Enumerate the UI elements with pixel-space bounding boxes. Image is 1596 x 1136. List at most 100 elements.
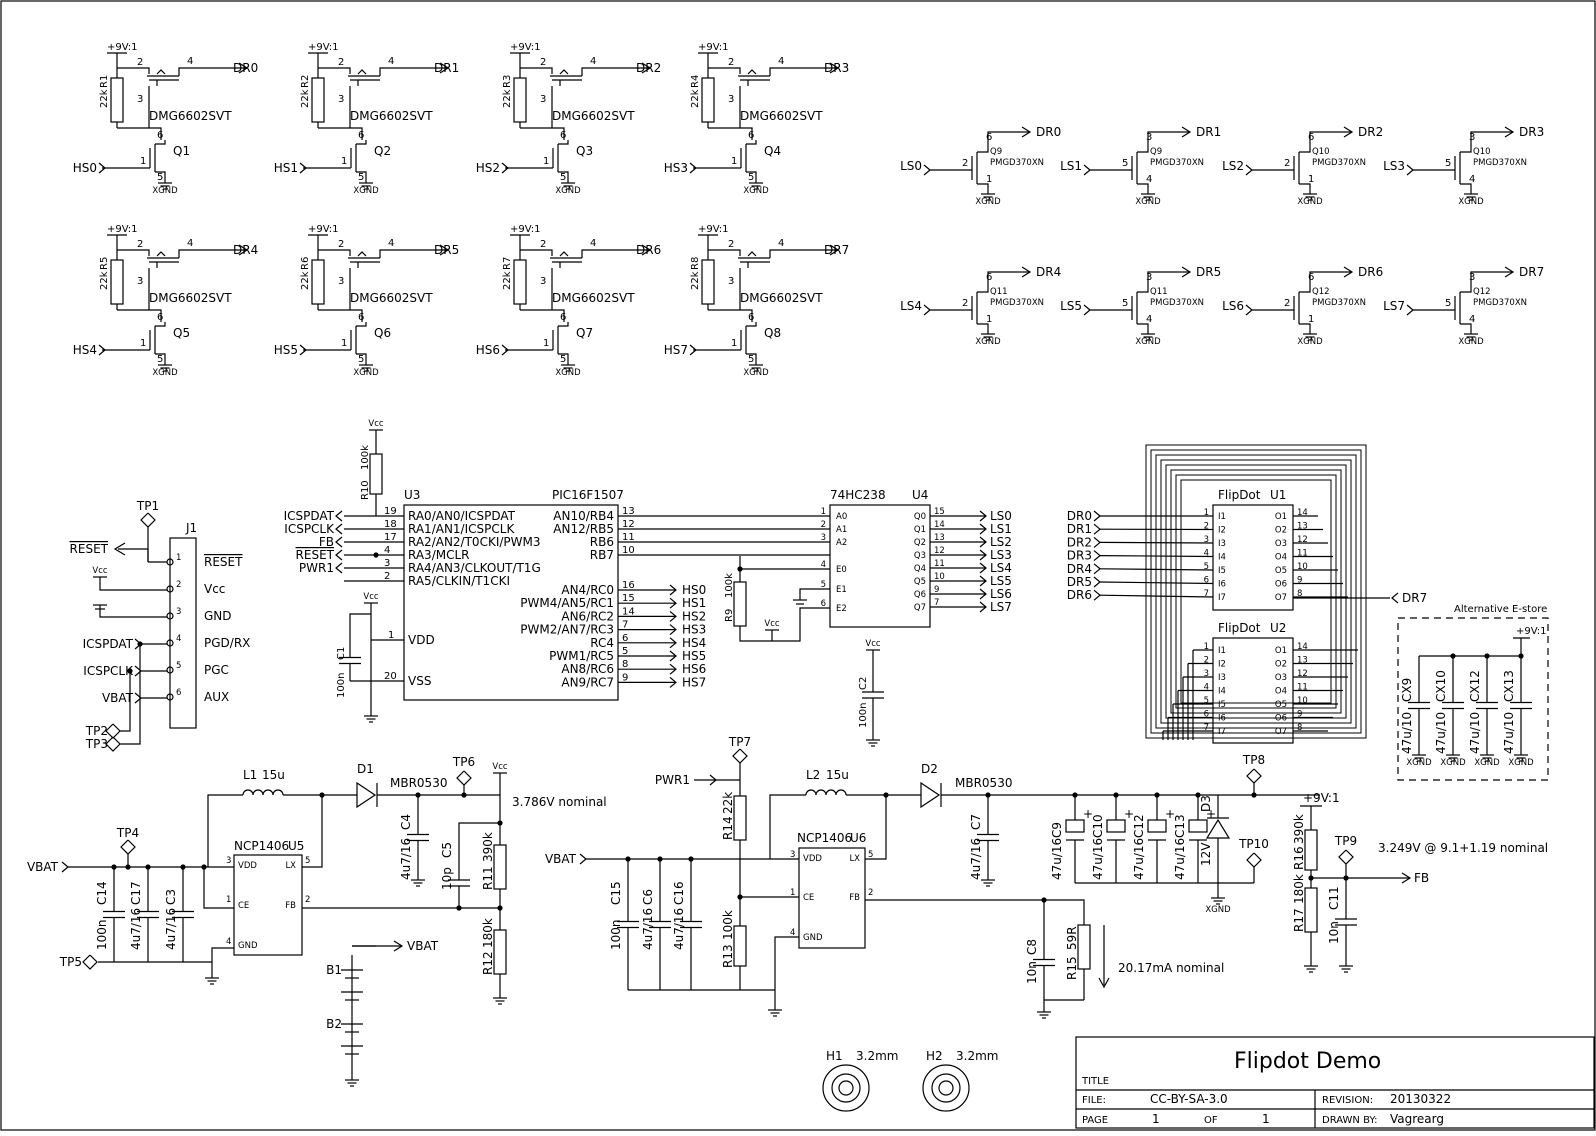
capacitor-value: 47u/10: [1502, 712, 1516, 754]
resistor-value: 22k: [502, 271, 513, 290]
mcu-pin-label: RB6: [590, 535, 614, 549]
junction-dot: [1252, 793, 1256, 797]
pin-number: 2: [728, 239, 734, 250]
ground-label: XGND: [1135, 337, 1161, 347]
net-label: FB: [319, 535, 334, 549]
mcu-pin-label: RC4: [590, 636, 614, 650]
resistor-value: 22k: [690, 271, 701, 290]
resistor-value: 22k: [99, 271, 110, 290]
supply-label: +9V:1: [107, 224, 138, 235]
test-point-tp8: [1247, 769, 1261, 783]
diode-ref: D2: [921, 762, 938, 776]
net-label-vbat: VBAT: [545, 852, 577, 866]
connector-pin-label: GND: [204, 609, 232, 623]
supply-label: +9V:1: [308, 42, 339, 53]
resistor-ref: R7: [502, 257, 513, 270]
net-arrow: [1094, 577, 1100, 587]
regulator-pin-label: VDD: [803, 854, 822, 864]
ground-label: XGND: [152, 368, 178, 378]
pin-number: 4: [1146, 174, 1152, 185]
net-label-dr2: DR2: [1358, 125, 1383, 139]
pin-number: 6: [560, 130, 566, 141]
wire: [520, 128, 564, 140]
pin-number: 2: [137, 57, 143, 68]
junction-dot: [1309, 876, 1313, 880]
wire: [1460, 324, 1471, 334]
inductor-l1: [273, 790, 283, 795]
pin-number: 11: [934, 559, 945, 569]
ground-label: XGND: [1135, 197, 1161, 207]
pin-number: 14: [622, 606, 635, 617]
transistor-part: PMGD370XN: [1473, 158, 1527, 168]
pin-number: 6: [157, 130, 163, 141]
of-label: OF: [1204, 1115, 1218, 1126]
pin-number: 6: [560, 312, 566, 323]
mcu-pin-label: RA0/AN0/ICSPDAT: [408, 509, 516, 523]
junction-dot: [1451, 654, 1455, 658]
net-label-dr3: DR3: [1519, 125, 1544, 139]
net-label: HS0: [682, 583, 706, 597]
pin-number: 1: [543, 156, 549, 167]
pin-number: 5: [560, 172, 566, 183]
net-label: LS5: [990, 574, 1012, 588]
resistor-ref: R3: [502, 75, 513, 88]
capacitor-value: 4u7/16: [129, 908, 143, 950]
capacitor-ref: C2: [858, 677, 869, 690]
net-label: HS6: [682, 662, 706, 676]
junction-dot: [416, 793, 420, 797]
capacitor-ref: C5: [440, 842, 454, 858]
transistor-ref-q1: Q1: [173, 144, 190, 158]
net-label: DR0: [1067, 509, 1092, 523]
capacitor-ref: C14: [95, 881, 109, 905]
junction-dot: [1155, 793, 1159, 797]
flipdot-ref: U2: [1270, 621, 1286, 635]
pin-number: 2: [338, 239, 344, 250]
electrolytic-capacitor: [1066, 820, 1084, 832]
wire: [740, 608, 830, 641]
transistor-ref: Q10: [1473, 147, 1491, 157]
flipdot-pin-label: I5: [1218, 566, 1226, 576]
pin-number: 4: [384, 545, 390, 556]
regulator-pin-label: FB: [285, 901, 296, 911]
net-arrow: [336, 563, 342, 573]
electrolytic-capacitor: [1148, 820, 1166, 832]
net-label: DR7: [1402, 591, 1427, 605]
mcu-pin-label: RA1/AN1/ICSPCLK: [408, 522, 515, 536]
capacitor-value: 4u7/16: [969, 838, 983, 880]
junction-dot: [457, 906, 461, 910]
ground-label: XGND: [743, 186, 769, 196]
pin-number: 5: [560, 354, 566, 365]
pin-number: 5: [358, 172, 364, 183]
ground-label: XGND: [152, 186, 178, 196]
net-label-hs6: HS6: [476, 343, 500, 357]
net-label: DR4: [1067, 562, 1092, 576]
junction-dot: [1073, 793, 1077, 797]
transistor-ref: Q12: [1312, 287, 1330, 297]
net-label-ls0: LS0: [900, 159, 922, 173]
diode-d2: [921, 783, 939, 807]
test-point-label: TP8: [1242, 753, 1265, 767]
wire: [1299, 184, 1310, 194]
input-arrow: [1407, 165, 1413, 175]
pmos-arrow: [358, 252, 366, 256]
resistor-ref: R12: [481, 951, 495, 975]
pin-number: 2: [728, 57, 734, 68]
transistor-ref-q2: Q2: [374, 144, 391, 158]
pin-number: 2: [1284, 158, 1290, 169]
wire: [520, 250, 552, 256]
net-label: PWR1: [299, 561, 334, 575]
pin-number: 3: [176, 607, 181, 617]
wire: [1137, 324, 1148, 334]
ground-label: XGND: [1297, 337, 1323, 347]
pin-number: 3: [137, 276, 143, 287]
transistor-part: PMGD370XN: [1473, 298, 1527, 308]
pin-number: 2: [962, 158, 968, 169]
drawn-by-value: Vagrearg: [1390, 1112, 1444, 1126]
net-label: LS4: [990, 561, 1012, 575]
ground-label: XGND: [1297, 197, 1323, 207]
supply-label: Vcc: [764, 619, 779, 629]
mounting-hole-h2: [923, 1065, 969, 1111]
flipdot-pin-label: I6: [1218, 580, 1226, 590]
wire: [1137, 132, 1190, 152]
